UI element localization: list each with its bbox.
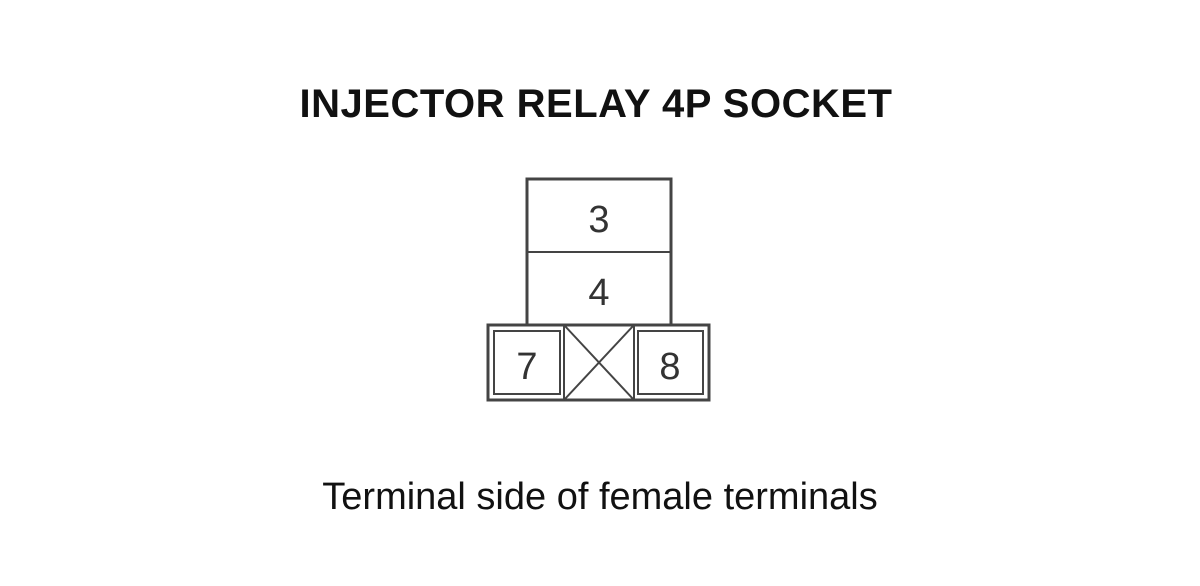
terminal-8-cell bbox=[637, 330, 704, 395]
diagram-title: INJECTOR RELAY 4P SOCKET bbox=[299, 82, 893, 126]
terminal-7-cell bbox=[493, 330, 561, 395]
terminal-7-label: 7 bbox=[516, 346, 537, 388]
diagram-caption: Terminal side of female terminals bbox=[322, 476, 878, 518]
empty-cavity-cross-b bbox=[563, 324, 635, 401]
terminal-3-label: 3 bbox=[588, 199, 609, 241]
terminal-8-label: 8 bbox=[659, 346, 680, 388]
empty-cavity-cell bbox=[563, 324, 635, 401]
terminal-4-label: 4 bbox=[588, 272, 609, 314]
